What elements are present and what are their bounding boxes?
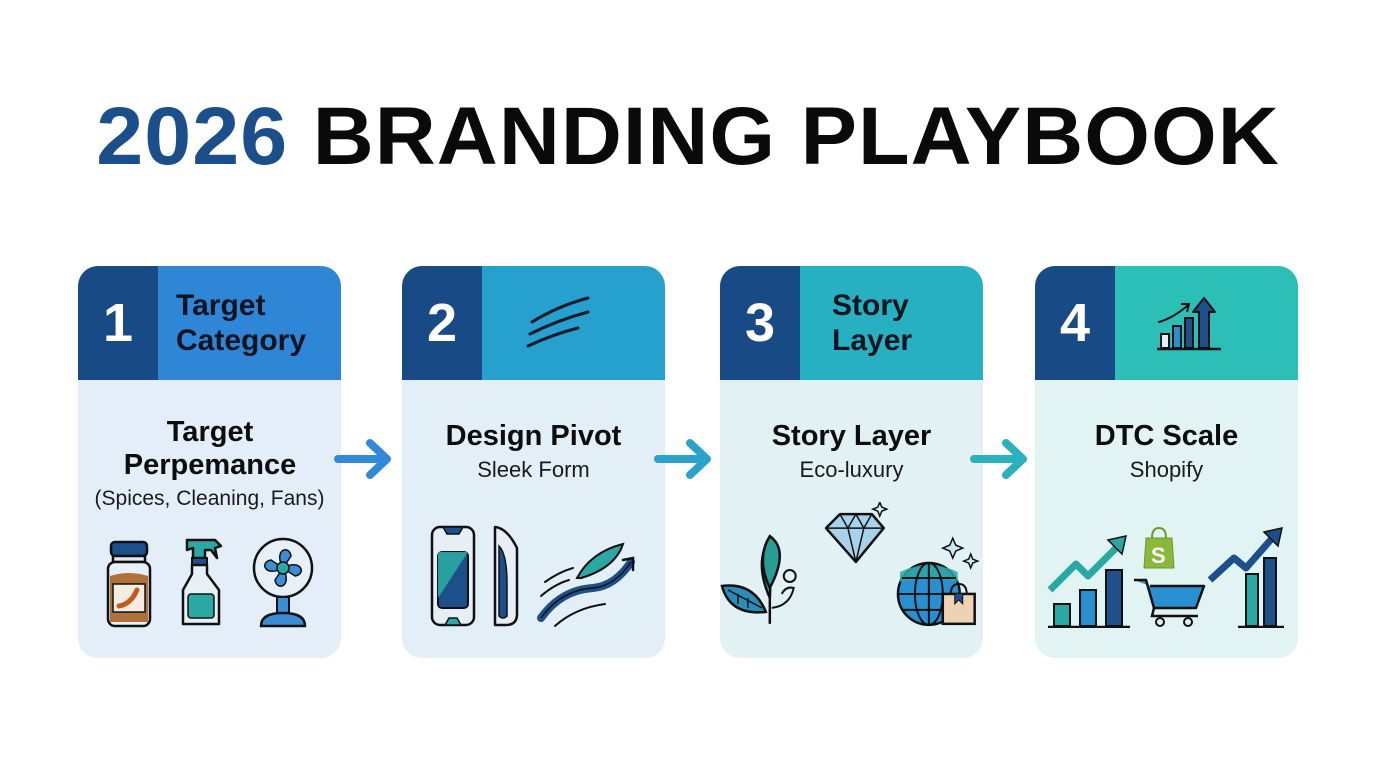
title-text: BRANDING PLAYBOOK	[288, 91, 1280, 182]
step-number: 3	[720, 266, 800, 380]
card-header: 1 Target Category	[78, 266, 341, 380]
card-body-title: Story Layer	[771, 420, 932, 452]
card-body-title: Target Perpemance	[123, 416, 297, 481]
card-header: 4	[1035, 266, 1298, 380]
step-card-2: 2 Design Pivot Sleek Form	[402, 266, 665, 658]
step-number: 1	[78, 266, 158, 380]
desk-fan-icon	[252, 537, 313, 628]
step-card-1: 1 Target Category Target Perpemance (Spi…	[78, 266, 341, 658]
title-year: 2026	[96, 91, 289, 182]
leaf-plant-icon	[720, 534, 797, 624]
spice-jar-icon	[106, 540, 151, 628]
step-number: 2	[402, 266, 482, 380]
card-body-title: Design Pivot	[445, 420, 622, 452]
step-card-3: 3 Story Layer Story Layer Eco-luxury	[720, 266, 983, 658]
shopify-bag-shopping-cart-icon: S	[1133, 526, 1205, 627]
wind-waves-icon	[526, 296, 590, 348]
page-title: 2026 BRANDING PLAYBOOK	[0, 92, 1376, 182]
diamond-icon	[824, 502, 889, 564]
rising-bar-chart-icon	[1047, 535, 1130, 628]
arrow-right-icon	[334, 439, 391, 479]
card-body-subtitle: Eco-luxury	[799, 457, 904, 482]
slim-bottle-icon	[493, 525, 518, 627]
step-number: 4	[1035, 266, 1115, 380]
card-header-title: Story Layer	[832, 289, 913, 357]
card-body: DTC Scale Shopify S	[1035, 380, 1298, 658]
svg-text:S: S	[1151, 543, 1166, 568]
growth-chart-icon	[1157, 297, 1221, 351]
spray-bottle-icon	[181, 538, 222, 626]
card-header: 3 Story Layer	[720, 266, 983, 380]
card-body-title: DTC Scale	[1094, 420, 1239, 452]
card-body: Story Layer Eco-luxury	[720, 380, 983, 658]
card-body-subtitle: Sleek Form	[477, 457, 590, 482]
aerodynamic-swoosh-icon	[536, 542, 635, 627]
step-card-4: 4 DTC Scale Shopify	[1035, 266, 1298, 658]
arrow-right-icon	[654, 439, 711, 479]
card-header: 2	[402, 266, 665, 380]
card-body-subtitle: Shopify	[1129, 457, 1204, 482]
card-body: Design Pivot Sleek Form	[402, 380, 665, 658]
growth-bars-icon	[1207, 527, 1284, 628]
arrow-right-icon	[970, 439, 1027, 479]
card-body: Target Perpemance (Spices, Cleaning, Fan…	[78, 380, 341, 658]
card-body-subtitle: (Spices, Cleaning, Fans)	[94, 487, 325, 510]
card-header-title: Target Category	[176, 289, 307, 357]
sleek-device-icon	[430, 525, 475, 627]
globe-shopping-bag-icon	[897, 536, 981, 627]
